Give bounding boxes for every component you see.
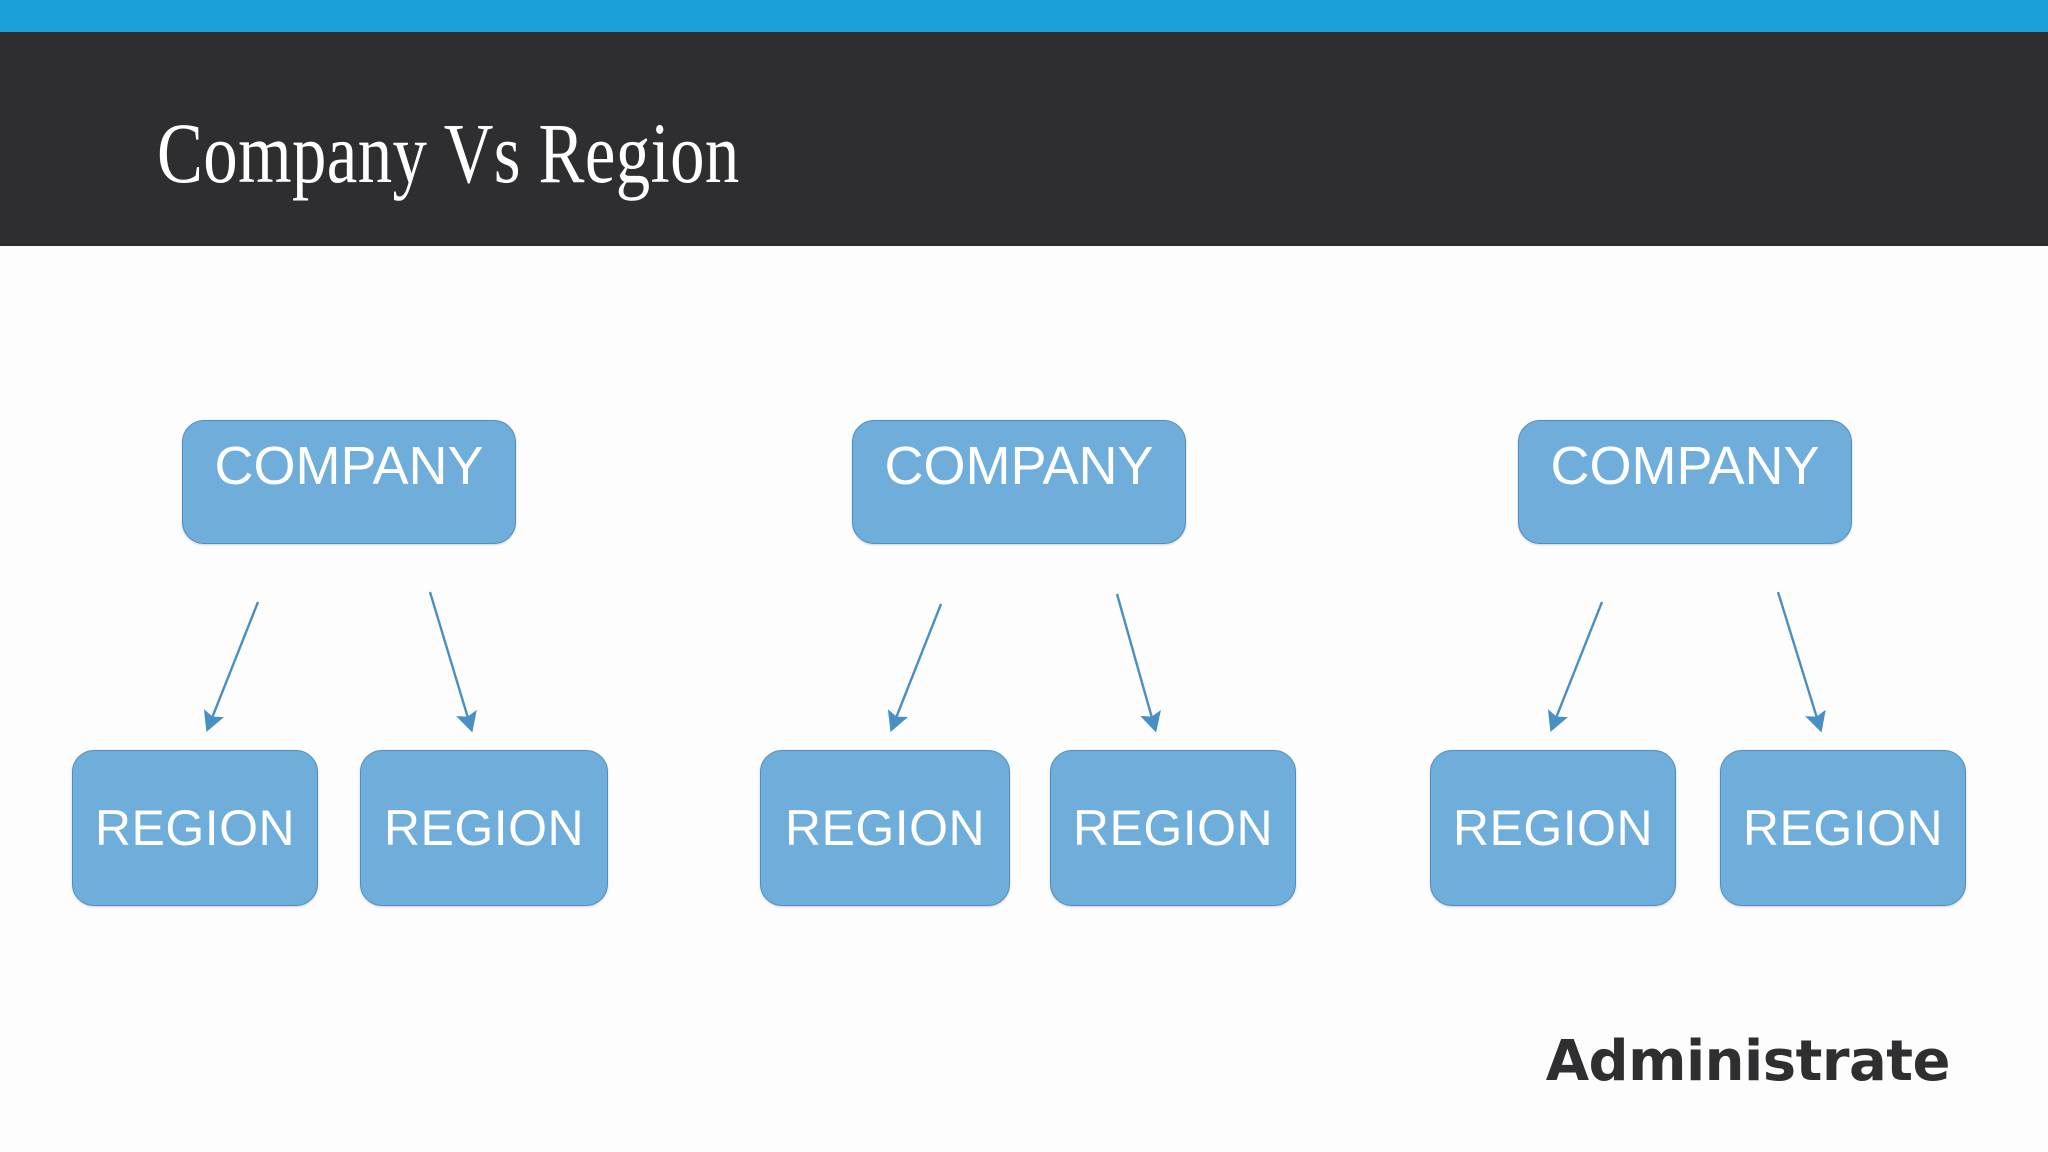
connector-company1-region1: [203, 601, 260, 733]
company-node-1[interactable]: COMPANY: [182, 420, 516, 544]
org-hierarchy-diagram: COMPANY COMPANY COMPANY REGION REGION RE…: [0, 246, 2048, 1152]
connector-company3-region5: [1547, 601, 1604, 733]
administrate-logo: Administrate: [1545, 1029, 1951, 1094]
page-title: Company Vs Region: [157, 105, 740, 201]
arrow-layer: [203, 591, 1826, 733]
region-node-5[interactable]: REGION: [1430, 750, 1676, 906]
region-node-6[interactable]: REGION: [1720, 750, 1966, 906]
connector-company3-region6: [1776, 591, 1826, 733]
company-node-3[interactable]: COMPANY: [1518, 420, 1852, 544]
title-header-band: Company Vs Region: [0, 32, 2048, 246]
region-node-2[interactable]: REGION: [360, 750, 608, 906]
region-node-1[interactable]: REGION: [72, 750, 318, 906]
company-node-2[interactable]: COMPANY: [852, 420, 1186, 544]
accent-bar: [0, 0, 2048, 32]
connector-company2-region4: [1115, 593, 1161, 733]
region-node-4[interactable]: REGION: [1050, 750, 1296, 906]
region-node-3[interactable]: REGION: [760, 750, 1010, 906]
connector-company2-region3: [887, 603, 943, 733]
connector-company1-region2: [428, 591, 477, 733]
